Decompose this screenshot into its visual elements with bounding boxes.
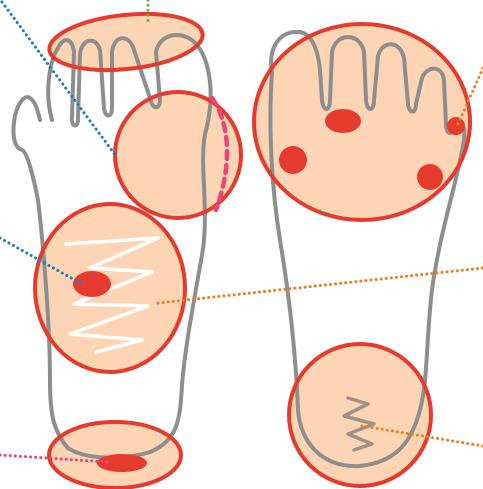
forefoot-center-spot xyxy=(325,109,361,133)
forefoot-right-spot xyxy=(417,164,443,190)
forefoot-left-spot xyxy=(279,146,307,174)
little-toe-spot xyxy=(447,117,465,135)
heel-spot xyxy=(97,454,147,472)
arch-spot xyxy=(73,271,111,297)
